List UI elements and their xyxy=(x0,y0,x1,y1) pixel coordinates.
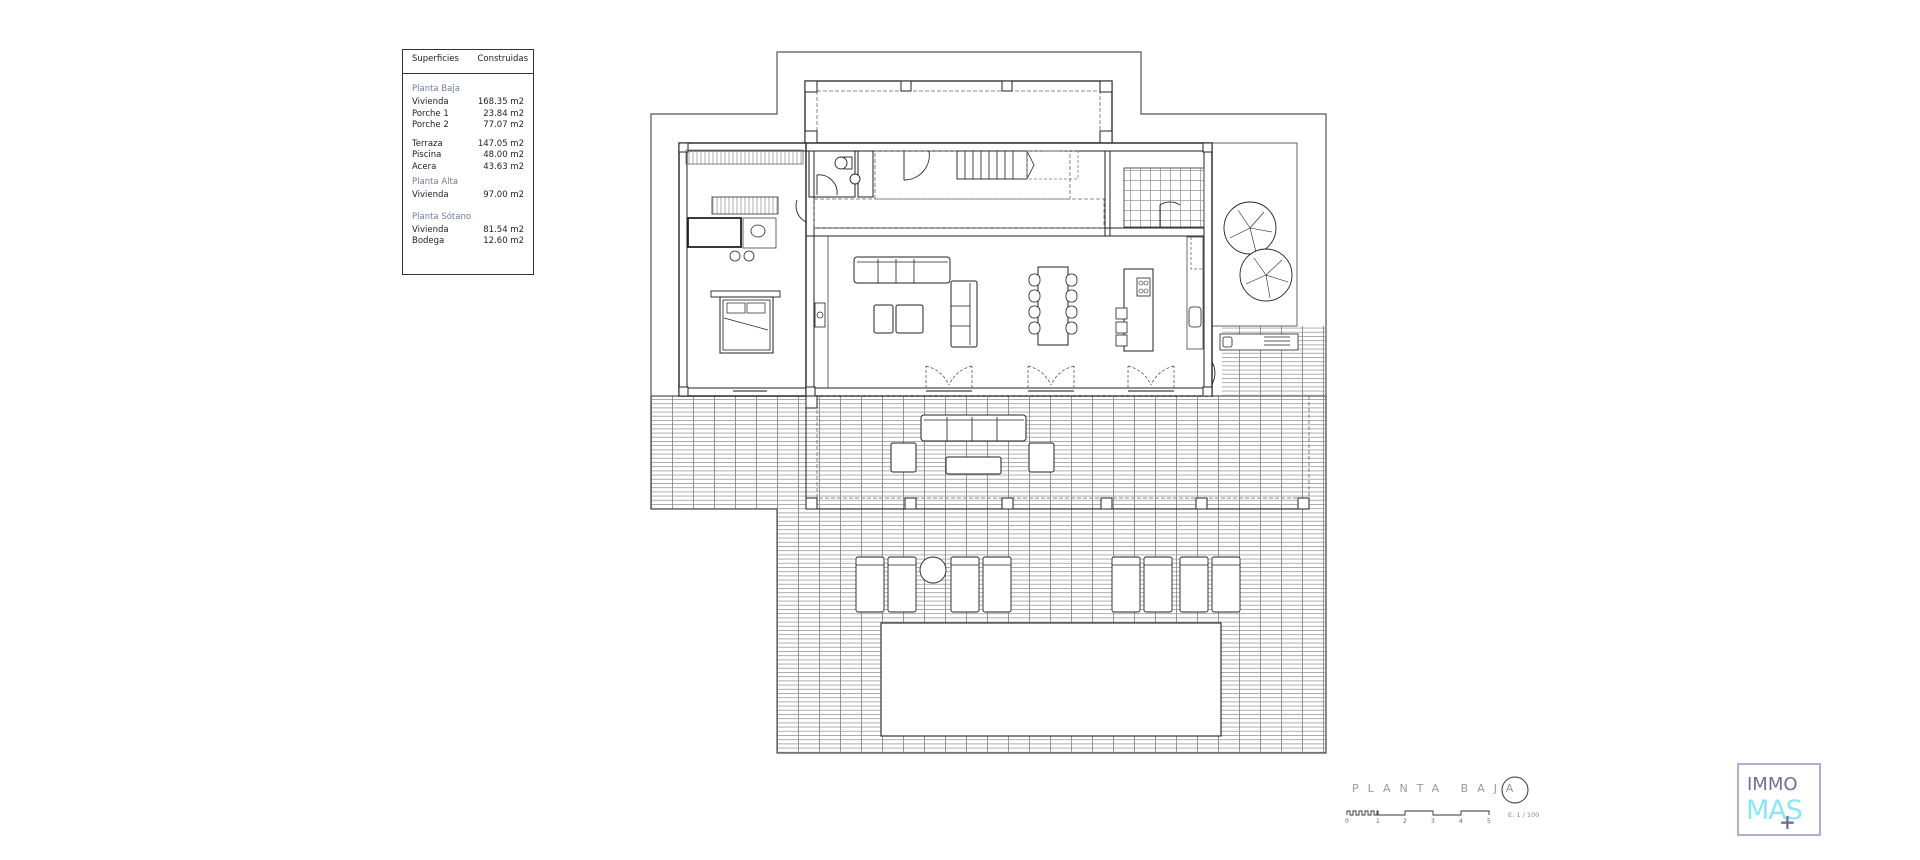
scale-tick: 4 xyxy=(1459,818,1463,825)
scale-label: E: 1 / 100 xyxy=(1508,811,1540,819)
area-value: 12.60 m2 xyxy=(483,236,524,246)
areas-table: Superficies Construidas Planta Baja Vivi… xyxy=(402,49,534,275)
double-bed xyxy=(710,290,781,354)
scale-tick: 3 xyxy=(1431,818,1435,825)
logo-text-bottom: MAS xyxy=(1746,795,1803,826)
area-label: Bodega xyxy=(412,236,445,246)
section-title-planta-baja: Planta Baja xyxy=(412,84,460,94)
patio-doors xyxy=(925,365,1175,388)
scale-bar xyxy=(1346,810,1490,816)
area-row: Porche 1 23.84 m2 xyxy=(412,109,524,121)
area-value: 48.00 m2 xyxy=(483,150,524,160)
area-value: 97.00 m2 xyxy=(483,190,524,200)
area-row: Vivienda 168.35 m2 xyxy=(412,97,524,109)
sun-loungers xyxy=(855,556,1241,613)
area-value: 23.84 m2 xyxy=(483,108,524,119)
area-label: Vivienda xyxy=(412,224,449,235)
covered-porch xyxy=(805,395,1310,510)
scale-tick: 0 xyxy=(1345,818,1349,825)
area-label: Acera xyxy=(412,161,437,172)
pantry-tiles xyxy=(1123,167,1205,228)
area-label: Piscina xyxy=(412,150,442,160)
scale-tick: 2 xyxy=(1403,818,1407,825)
plus-icon: + xyxy=(1779,810,1796,834)
section-title-planta-sotano: Planta Sótano xyxy=(412,211,472,222)
area-row: Bodega 12.60 m2 xyxy=(412,236,524,248)
areas-table-header: Superficies Construidas xyxy=(403,50,533,74)
tree-icons xyxy=(1223,201,1293,302)
drawing-title: PLANTA BAJA xyxy=(1352,782,1523,795)
scale-tick: 1 xyxy=(1376,818,1380,825)
staircase xyxy=(956,150,1079,180)
porch-lounge-set xyxy=(890,414,1055,475)
area-value: 81.54 m2 xyxy=(483,224,524,235)
area-value: 43.63 m2 xyxy=(483,161,524,172)
area-row: Porche 2 77.07 m2 xyxy=(412,120,524,132)
living-room-furniture xyxy=(814,236,1204,352)
area-row: Terraza 147.05 m2 xyxy=(412,139,524,151)
pantry-door xyxy=(1159,201,1181,227)
area-value: 77.07 m2 xyxy=(483,120,524,130)
header-construidas: Construidas xyxy=(477,54,528,64)
area-row: Vivienda 81.54 m2 xyxy=(412,225,524,237)
area-value: 147.05 m2 xyxy=(477,138,524,149)
area-label: Porche 1 xyxy=(412,108,449,119)
outdoor-sink xyxy=(1219,333,1299,351)
areas-table-body: Planta Baja Vivienda 168.35 m2 Porche 1 23… xyxy=(403,74,533,248)
area-label: Vivienda xyxy=(412,190,449,200)
scale-tick: 5 xyxy=(1487,818,1491,825)
entrance-porch xyxy=(804,80,1113,144)
immomas-logo: IMMO MAS + xyxy=(1737,763,1821,836)
site-boundary xyxy=(650,51,1327,753)
logo-text-top: IMMO xyxy=(1747,774,1798,795)
area-row: Piscina 48.00 m2 xyxy=(412,150,524,162)
area-label: Terraza xyxy=(412,138,443,149)
north-circle xyxy=(1501,776,1529,804)
bathroom-fixtures xyxy=(687,150,930,262)
side-door xyxy=(1211,361,1216,385)
area-label: Porche 2 xyxy=(412,120,449,130)
area-label: Vivienda xyxy=(412,97,449,107)
section-title-planta-alta: Planta Alta xyxy=(412,177,459,187)
area-value: 168.35 m2 xyxy=(477,97,524,107)
area-row: Acera 43.63 m2 xyxy=(412,162,524,174)
header-superficies: Superficies xyxy=(412,54,459,64)
swimming-pool xyxy=(880,622,1222,737)
area-row: Vivienda 97.00 m2 xyxy=(412,190,524,202)
